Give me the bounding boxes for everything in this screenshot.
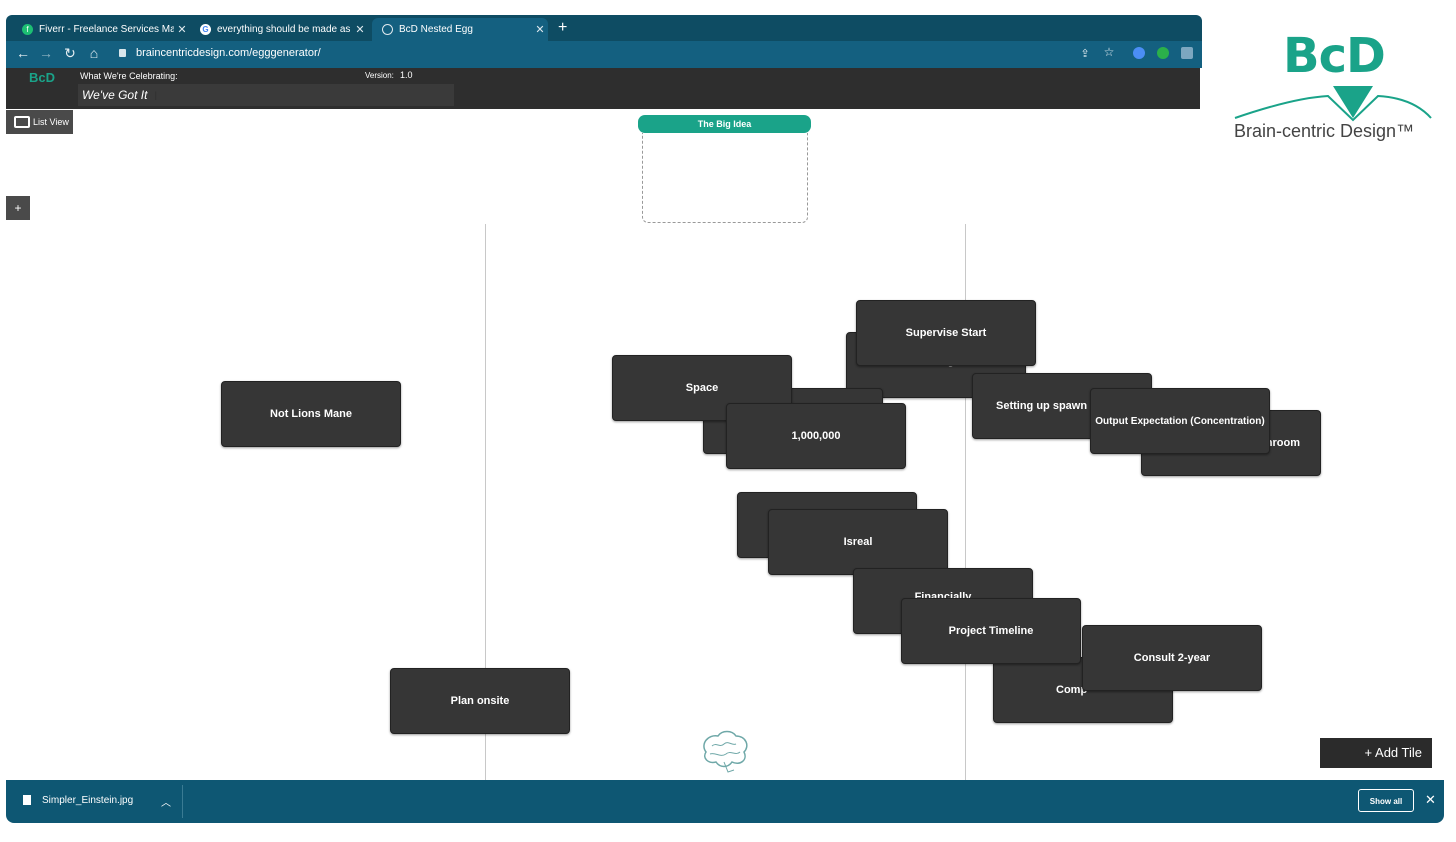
address-toolbar: ← → ↻ ⌂ braincentricdesign.com/egggenera… [6,41,1202,68]
printer-icon [14,116,30,128]
address-bar[interactable]: braincentricdesign.com/egggenerator/ [136,47,321,59]
reload-icon[interactable]: ↻ [64,45,76,61]
add-tile-button[interactable]: + Add Tile [1320,738,1432,768]
brand-logo: BcD Brain-centric Design™ [1203,10,1449,150]
celebrate-label: What We're Celebrating: [80,71,178,81]
tile-million[interactable]: 1,000,000 [726,403,906,469]
close-tab-icon[interactable]: ✕ [535,24,545,36]
brand-letters: BcD [1283,28,1386,84]
brain-icon [703,730,748,773]
divider [182,785,183,818]
chevron-up-icon[interactable]: ︿ [161,798,171,809]
brand-chevron-icon [1234,86,1432,122]
share-icon[interactable]: ⇪ [1080,48,1090,60]
tab-bcd-nested-egg[interactable]: BcD Nested Egg ✕ [372,18,548,41]
tile-isreal[interactable]: Isreal [768,509,948,575]
tab-fiverr[interactable]: f Fiverr - Freelance Services Marke ✕ [12,18,190,41]
tab-google[interactable]: G everything should be made as si ✕ [190,18,368,41]
big-idea-header[interactable]: The Big Idea [638,115,811,133]
new-tab-button[interactable]: + [558,19,568,36]
tile-not-lions-mane[interactable]: Not Lions Mane [221,381,401,447]
tile-project-timeline[interactable]: Project Timeline [901,598,1081,664]
tile-plan-onsite[interactable]: Plan onsite [390,668,570,734]
evernote-extension-icon[interactable] [1157,47,1169,59]
globe-icon [382,24,393,35]
expand-button[interactable]: + [6,196,30,220]
version-label: Version: [365,71,394,80]
show-all-button[interactable]: Show all [1358,789,1414,812]
text-cursor-icon: I [154,89,158,103]
tile-supervise-start[interactable]: Supervise Start [856,300,1036,366]
forward-icon[interactable]: → [39,45,53,61]
list-view-button[interactable]: List View [6,110,73,134]
brand-name: Brain-centric Design™ [1234,121,1415,141]
celebrate-input[interactable] [78,84,454,106]
google-icon: G [200,24,211,35]
extension-icon[interactable] [1133,47,1145,59]
tile-output-expectation[interactable]: Output Expectation (Concentration) [1090,388,1270,454]
column-divider [485,224,486,780]
bcd-logo-small: BcD [28,70,55,85]
close-tab-icon[interactable]: ✕ [355,24,365,36]
lock-icon [119,49,126,57]
home-icon[interactable]: ⌂ [89,45,99,61]
app-header: BcD What We're Celebrating: Version: 1.0 [6,68,1200,109]
browser-window: f Fiverr - Freelance Services Marke ✕ G … [6,15,1202,109]
fiverr-icon: f [22,24,33,35]
version-value: 1.0 [400,70,413,80]
close-tab-icon[interactable]: ✕ [177,24,187,36]
close-icon[interactable]: ✕ [1425,792,1436,807]
list-view-label: List View [33,117,69,127]
back-icon[interactable]: ← [16,45,30,61]
tile-consult-2-year[interactable]: Consult 2-year [1082,625,1262,691]
download-file-name[interactable]: Simpler_Einstein.jpg [42,795,134,806]
download-bar: Simpler_Einstein.jpg ︿ Show all ✕ [6,780,1444,823]
file-icon [23,795,31,805]
bookmark-star-icon[interactable]: ☆ [1103,45,1115,59]
big-idea-dropzone[interactable] [642,133,808,223]
extensions-puzzle-icon[interactable] [1181,47,1193,59]
tab-strip: f Fiverr - Freelance Services Marke ✕ G … [6,15,1202,41]
column-divider [965,224,966,780]
